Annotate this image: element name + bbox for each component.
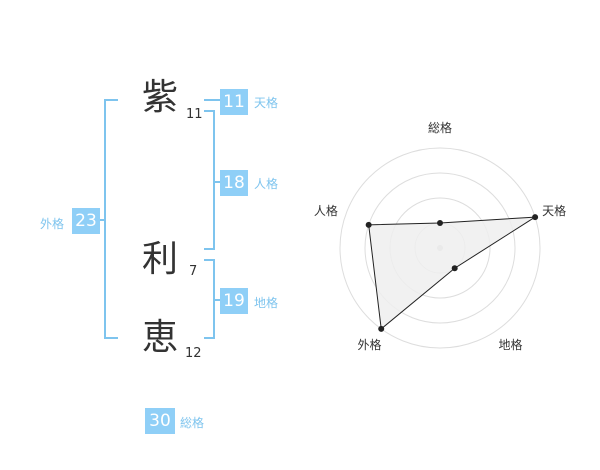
name-char-1-strokes: 11 <box>186 107 203 122</box>
radar-point-5 <box>365 221 372 228</box>
gaikaku-bracket <box>104 99 118 339</box>
jinkaku-connector <box>213 181 220 183</box>
radar-point-3 <box>451 265 458 272</box>
radar-point-2 <box>532 214 539 221</box>
chikaku-label: 地格 <box>254 296 279 310</box>
name-char-3: 恵 <box>142 317 179 358</box>
tenkaku-connector <box>204 99 220 101</box>
jinkaku-badge: 18 <box>220 170 248 196</box>
radar-point-1 <box>437 220 443 226</box>
name-char-1: 紫 <box>142 77 179 118</box>
radar-axis-label: 地格 <box>499 337 523 352</box>
radar-point-4 <box>378 325 385 332</box>
tenkaku-label: 天格 <box>254 96 279 110</box>
jinkaku-label: 人格 <box>254 177 279 191</box>
gaikaku-connector <box>100 219 106 221</box>
gaikaku-label: 外格 <box>40 217 65 231</box>
soukaku-label: 総格 <box>180 416 205 430</box>
radar-axis-label: 人格 <box>314 203 338 218</box>
chikaku-badge: 19 <box>220 288 248 314</box>
chikaku-connector <box>213 299 220 301</box>
radar-grid-ring <box>364 172 516 324</box>
radar-axis-label: 外格 <box>357 337 381 352</box>
radar-grid-ring <box>339 147 541 349</box>
radar-axis-label: 天格 <box>542 203 566 218</box>
name-char-2-strokes: 7 <box>189 264 198 279</box>
name-char-3-strokes: 12 <box>185 346 202 361</box>
tenkaku-badge: 11 <box>220 89 248 115</box>
gaikaku-badge: 23 <box>72 208 100 234</box>
soukaku-badge: 30 <box>145 408 175 434</box>
name-char-2: 利 <box>142 239 179 280</box>
jinkaku-bracket <box>204 110 215 250</box>
radar-axis-label: 総格 <box>428 120 452 135</box>
radar-area <box>368 216 536 330</box>
